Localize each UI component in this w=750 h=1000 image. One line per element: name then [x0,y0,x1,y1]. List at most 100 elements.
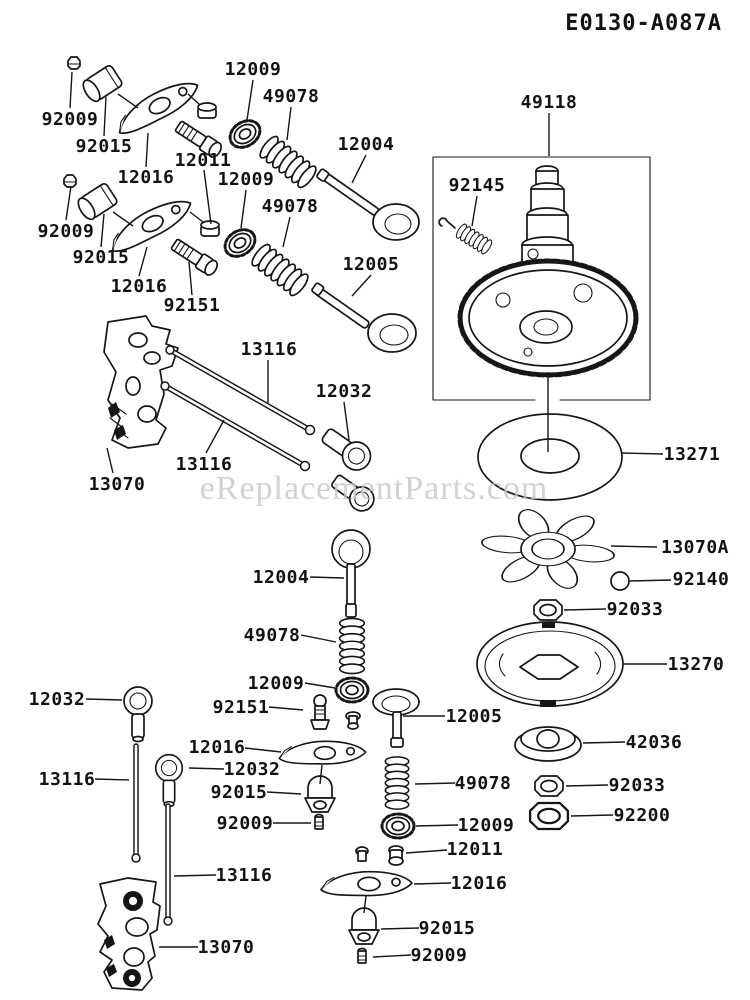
cap-nut-12011 [388,845,404,866]
part-callout-12016: 12016 [451,873,508,894]
valve-spring-top-2 [248,241,312,299]
part-callout-92015: 92015 [419,918,476,939]
part-callout-12009: 12009 [218,169,275,190]
part-callout-12016: 12016 [111,276,168,297]
part-callout-49078: 49078 [455,773,512,794]
part-callout-13070A: 13070A [661,537,729,558]
part-callout-12016: 12016 [118,167,175,188]
part-callout-12011: 12011 [447,839,504,860]
adjusting-screw-92151-center [310,694,330,730]
guide-plate-13070-upper [103,315,179,449]
pivot-nut-icon [200,220,220,237]
diagram-code: E0130-A087A [565,11,722,36]
intake-valve-12004-top [316,168,420,241]
push-rod-13116-upper-2 [160,381,311,472]
leader-lines [65,71,672,958]
part-callout-12032: 12032 [316,381,373,402]
valve-spring-49078-right [384,756,410,810]
push-rod-13116-left-2 [163,803,173,926]
part-callout-92009: 92009 [411,945,468,966]
part-callout-12032: 12032 [224,759,281,780]
watermark: eReplacementParts.com [200,470,549,507]
part-callout-92015: 92015 [76,136,133,157]
part-callout-12005: 12005 [446,706,503,727]
valve-cap-12032-left-1 [123,686,153,743]
rocker-arm-12016-center [278,740,367,765]
valve-lifter-icon [74,181,120,223]
part-callout-12032: 12032 [29,689,86,710]
part-callout-92015: 92015 [73,247,130,268]
cam-guide-13070A [481,509,615,589]
spring-retainer-12009-right [380,812,416,840]
circlip-92033-upper [533,599,563,621]
part-callout-12004: 12004 [253,567,310,588]
cam-gear-icon [457,258,639,378]
part-callout-92151: 92151 [213,697,270,718]
part-callout-92009: 92009 [42,109,99,130]
valve-spring-49078-center [338,617,366,675]
retainer-plate-13270 [476,621,624,707]
governor-spring-92145-icon [438,217,495,256]
push-rod-13116-upper-1 [165,345,316,436]
part-callout-12009: 12009 [225,59,282,80]
bolt-92009-center [314,813,324,830]
valve-keeper-right [355,846,369,862]
part-callout-13116: 13116 [176,454,233,475]
valve-lifter-icon [79,63,125,105]
valve-keeper-center [345,711,361,730]
valve-retainer-top-1 [223,113,267,155]
collar-42036 [514,726,582,762]
part-callout-13271: 13271 [664,444,721,465]
part-callout-12009: 12009 [458,815,515,836]
part-callout-12005: 12005 [343,254,400,275]
part-callout-92033: 92033 [607,599,664,620]
adjusting-screw-icon [168,236,221,279]
part-callout-92145: 92145 [449,175,506,196]
part-callout-12016: 12016 [189,737,246,758]
part-callout-42036: 42036 [626,732,683,753]
callout-layer: 9200992015120161201112009490781200412009… [29,59,730,966]
part-callout-92140: 92140 [673,569,730,590]
part-callout-92009: 92009 [217,813,274,834]
valve-12005-vertical [372,688,420,748]
valve-lifter-92015-bottom [348,907,380,945]
valve-cap-12032-upper-b [331,474,375,512]
locknut-icon [67,56,81,70]
part-callout-13270: 13270 [668,654,725,675]
part-callout-92015: 92015 [211,782,268,803]
part-callout-13116: 13116 [39,769,96,790]
part-callout-92200: 92200 [614,805,671,826]
valve-12004-vertical [331,529,371,618]
valve-cap-12032-left-2 [154,753,184,808]
circlip-92033-lower [534,775,564,797]
part-callout-12004: 12004 [338,134,395,155]
part-callout-12011: 12011 [175,150,232,171]
valve-cap-12032-upper-a [321,428,372,471]
camshaft-assembly-box [432,156,651,401]
part-callout-49078: 49078 [262,196,319,217]
part-callout-92009: 92009 [38,221,95,242]
part-callout-13116: 13116 [216,865,273,886]
ball-92140 [610,571,630,591]
part-callout-13116: 13116 [241,339,298,360]
exhaust-valve-12005-top [311,282,417,353]
rocker-arm-12016-bottom [320,870,413,897]
part-callout-13070: 13070 [89,474,146,495]
part-callout-92151: 92151 [164,295,221,316]
locknut-icon [63,174,77,188]
guide-plate-13070-lower [97,877,161,991]
assembly-box-frame [432,156,651,401]
part-callout-49118: 49118 [521,92,578,113]
spring-retainer-12009-center [334,676,370,704]
part-callout-92033: 92033 [609,775,666,796]
pivot-nut-icon [197,102,217,119]
bolt-92009-bottom [357,947,367,964]
part-callout-49078: 49078 [263,86,320,107]
washer-92200 [528,801,570,831]
part-callout-49078: 49078 [244,625,301,646]
push-rod-13116-left-1 [131,743,141,863]
washer-plate-13271 [477,413,623,501]
part-callout-13070: 13070 [198,937,255,958]
